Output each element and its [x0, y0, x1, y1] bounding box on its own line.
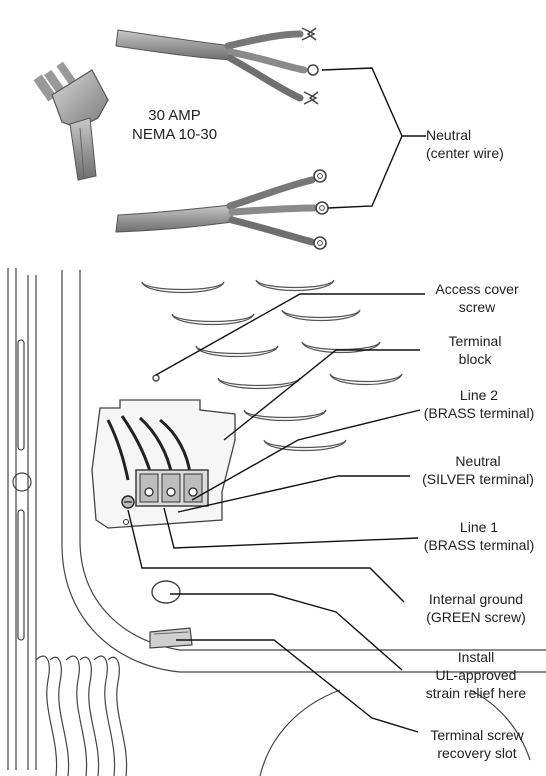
callout-text: (GREEN screw) — [408, 608, 544, 626]
callout-text: Terminal — [420, 332, 530, 350]
callout-text: Internal ground — [408, 590, 544, 608]
callout-neutral-silver: Neutral (SILVER terminal) — [412, 452, 544, 488]
callout-text: (BRASS terminal) — [416, 536, 542, 554]
recovery-slot — [150, 628, 192, 648]
callout-text: UL-approved — [408, 666, 544, 684]
callout-text: Access cover — [422, 280, 532, 298]
plug-rating-nema: NEMA 10-30 — [132, 125, 217, 144]
top-cable-icon — [116, 28, 318, 104]
callout-internal-ground: Internal ground (GREEN screw) — [408, 590, 544, 626]
callout-line-1: Line 1 (BRASS terminal) — [416, 518, 542, 554]
callout-text: recovery slot — [414, 744, 540, 762]
bottom-slots — [36, 656, 127, 776]
callout-text: Terminal screw — [414, 726, 540, 744]
neutral-label-line1: Neutral — [426, 126, 546, 144]
callout-strain-relief: Install UL-approved strain relief here — [408, 648, 544, 702]
callout-terminal-screw-recovery-slot: Terminal screw recovery slot — [414, 726, 540, 762]
callout-text: Line 1 — [416, 518, 542, 536]
terminal-block-icon — [92, 375, 235, 528]
neutral-label-line2: (center wire) — [426, 144, 546, 162]
plug-icon — [33, 62, 108, 180]
callout-line-2: Line 2 (BRASS terminal) — [416, 386, 542, 422]
callout-terminal-block: Terminal block — [420, 332, 530, 368]
plug-rating-amp: 30 AMP — [132, 106, 217, 125]
neutral-leader — [322, 68, 426, 208]
callout-text: (SILVER terminal) — [412, 470, 544, 488]
callout-text: Install — [408, 648, 544, 666]
callout-text: strain relief here — [408, 684, 544, 702]
callout-text: block — [420, 350, 530, 368]
callout-access-cover-screw: Access cover screw — [422, 280, 532, 316]
callout-text: Neutral — [412, 452, 544, 470]
callout-text: (BRASS terminal) — [416, 404, 542, 422]
bottom-cable-icon — [116, 170, 328, 249]
callout-text: Line 2 — [416, 386, 542, 404]
strain-relief-hole — [152, 581, 180, 603]
neutral-center-wire-label: Neutral (center wire) — [426, 126, 546, 162]
callout-text: screw — [422, 298, 532, 316]
plug-rating-label: 30 AMP NEMA 10-30 — [132, 106, 217, 144]
